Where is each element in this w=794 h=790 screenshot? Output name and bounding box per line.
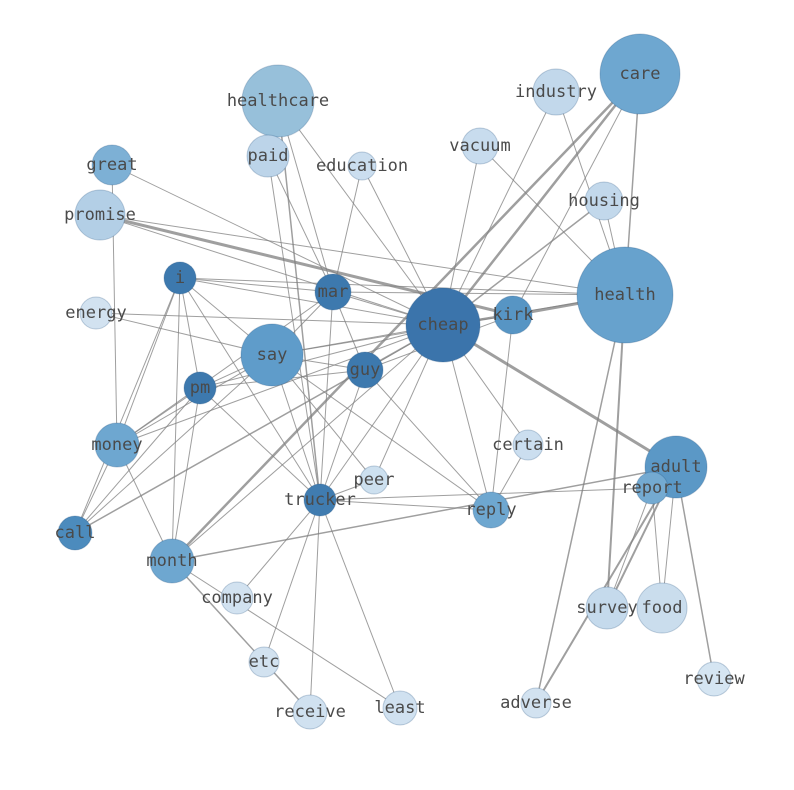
graph-node-etc[interactable] [248,646,280,678]
graph-edge-i-trucker [179,277,321,501]
graph-node-vacuum[interactable] [461,127,499,165]
graph-node-adverse[interactable] [520,687,552,719]
graph-edge-adult-review [675,466,715,680]
graph-node-least[interactable] [382,690,418,726]
graph-node-call[interactable] [57,515,93,551]
graph-edge-mar-money [116,291,334,446]
graph-edge-say-reply [271,354,492,511]
graph-edge-cheap-care [441,72,642,327]
graph-node-energy[interactable] [79,296,113,330]
graph-edge-adult-month [171,466,677,562]
graph-node-paid[interactable] [246,134,290,178]
graph-edge-trucker-paid [267,155,321,501]
graph-node-guy[interactable] [346,351,384,389]
graph-edge-trucker-etc [263,499,321,663]
graph-node-kirk[interactable] [493,295,533,335]
graph-edge-guy-trucker [319,369,366,501]
graph-edge-health-promise [99,214,626,296]
graph-node-mar[interactable] [314,273,352,311]
graph-edge-cheap-healthcare [277,100,444,326]
graph-node-promise[interactable] [74,189,126,241]
graph-edge-health-i [179,277,626,296]
graph-node-receive[interactable] [292,694,328,730]
graph-node-survey[interactable] [585,586,629,630]
graph-edge-month-care [170,72,642,563]
graph-node-food[interactable] [636,582,688,634]
graph-node-review[interactable] [696,661,732,697]
graph-node-certain[interactable] [512,429,544,461]
graph-nodes-layer [57,33,732,730]
graph-edge-cheap-great [111,164,444,326]
graph-node-report[interactable] [635,471,669,505]
graph-node-housing[interactable] [584,181,624,221]
graph-edge-cheap-money [116,324,444,446]
graph-edge-health-adverse [535,294,626,704]
graph-node-health[interactable] [576,246,674,344]
graph-edge-i-month [171,277,181,562]
graph-edge-trucker-least [319,499,401,709]
graph-node-reply[interactable] [472,491,510,529]
graph-edge-kirk-reply [490,314,514,511]
graph-edge-report-survey [606,487,653,609]
graph-node-healthcare[interactable] [241,64,315,138]
graph-edge-cheap-adult [441,323,678,469]
graph-node-month[interactable] [149,538,195,584]
graph-edge-trucker-company [236,499,321,599]
graph-node-trucker[interactable] [303,483,337,517]
graph-node-pm[interactable] [183,371,217,405]
graph-edge-say-call [74,354,273,534]
graph-edge-mar-trucker [319,291,334,501]
graph-node-peer[interactable] [359,465,389,495]
graph-edge-i-money [116,277,181,446]
graph-edge-i-pm [179,277,201,389]
graph-edge-adult-adverse [535,466,677,704]
graph-edge-month-least [171,560,401,709]
graph-edge-pm-trucker [199,387,321,501]
graph-edges-layer [74,72,715,713]
graph-edge-health-survey [606,294,626,609]
graph-edge-pm-call [74,387,201,534]
graph-edge-cheap-industry [442,91,557,326]
graph-edge-i-call [74,277,181,534]
graph-edge-cheap-promise [99,214,444,326]
graph-edge-pm-month [171,387,201,562]
graph-edge-cheap-energy [95,312,444,326]
graph-node-care[interactable] [599,33,681,115]
graph-edge-mar-education [332,165,363,293]
graph-edge-guy-reply [364,369,492,511]
graph-edge-kirk-care [512,73,641,316]
graph-edge-trucker-reply [319,499,492,511]
graph-node-i[interactable] [163,261,197,295]
graph-node-company[interactable] [220,581,254,615]
graph-edge-cheap-month [171,324,444,562]
graph-edge-cheap-i [179,277,444,326]
graph-edge-i-mar [179,277,334,293]
graph-node-cheap[interactable] [405,287,481,363]
graph-edge-month-receive [171,560,311,713]
graph-edge-cheap-call [74,324,444,534]
graph-node-say[interactable] [240,323,304,387]
graph-edge-trucker-receive [309,499,321,713]
graph-edge-cheap-pm [199,324,444,389]
graph-edge-health-mar [332,291,626,296]
graph-node-industry[interactable] [532,68,580,116]
graph-node-education[interactable] [347,151,377,181]
graph-node-great[interactable] [91,144,133,186]
graph-node-money[interactable] [94,422,140,468]
